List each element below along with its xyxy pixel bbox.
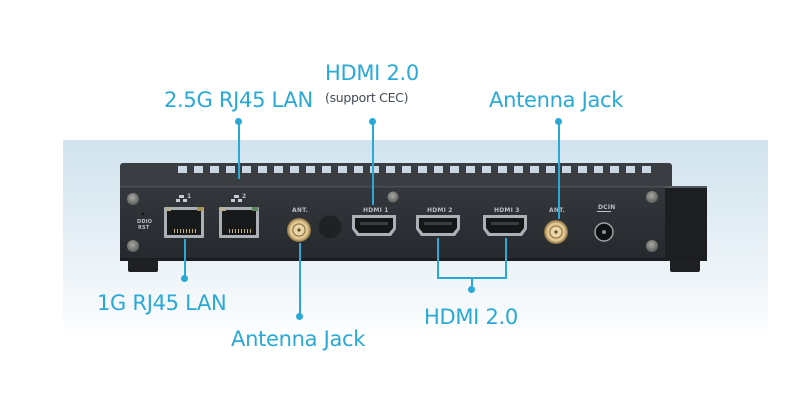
- fin-gap: [306, 166, 315, 173]
- label-antenna-bottom: Antenna Jack: [231, 327, 366, 351]
- dc-in-label: DCIN: [598, 204, 616, 211]
- callout-dot-antenna-bottom: [296, 313, 303, 320]
- fin-gap: [402, 166, 411, 173]
- label-lan-1g: 1G RJ45 LAN: [97, 291, 227, 315]
- screw-icon: [387, 191, 399, 203]
- hdmi-port-1: [352, 215, 396, 236]
- label-hdmi-bottom: HDMI 2.0: [424, 305, 518, 329]
- fin-gap: [546, 166, 555, 173]
- label-antenna-top: Antenna Jack: [489, 88, 624, 112]
- callout-line-hdmi-top: [372, 121, 374, 205]
- callout-dot-hdmi-bottom: [468, 286, 475, 293]
- foot-left: [128, 260, 158, 272]
- fin-gap: [578, 166, 587, 173]
- fin-gap: [274, 166, 283, 173]
- antenna-connector-right: [544, 220, 568, 244]
- blank-cap: [317, 214, 343, 240]
- callout-line-antenna-top: [558, 121, 560, 219]
- label-hdmi-top-note: (support CEC): [325, 90, 409, 105]
- fin-gap: [482, 166, 491, 173]
- side-block: [665, 186, 707, 261]
- fin-gap: [610, 166, 619, 173]
- fin-gap: [386, 166, 395, 173]
- reset-label-line2: RST: [138, 225, 150, 231]
- hdmi3-label: HDMI 3: [494, 207, 520, 214]
- callout-line-hdmi3: [505, 238, 507, 278]
- fin-gap: [354, 166, 363, 173]
- rj45-port-1: [164, 207, 204, 238]
- fin-gap: [450, 166, 459, 173]
- network-icon: [176, 195, 242, 202]
- fin-gap: [594, 166, 603, 173]
- fin-gap: [626, 166, 635, 173]
- callout-line-lan-1g: [184, 239, 186, 277]
- antenna-connector-left: [287, 218, 311, 242]
- callout-line-antenna-bottom: [299, 243, 301, 315]
- label-hdmi-top: HDMI 2.0: [325, 61, 419, 85]
- fin-gap: [642, 166, 651, 173]
- lan2-number: 2: [242, 193, 247, 200]
- callout-line-hdmi2: [437, 238, 439, 278]
- callout-line-hdmi-bottom: [471, 278, 473, 286]
- fin-gap: [290, 166, 299, 173]
- fin-gap: [530, 166, 539, 173]
- fin-gap: [434, 166, 443, 173]
- fin-gap: [242, 166, 251, 173]
- screw-icon: [646, 240, 658, 252]
- fin-gap: [210, 166, 219, 173]
- rj45-port-2: [219, 207, 259, 238]
- reset-pinhole: [141, 212, 145, 216]
- callout-dot-lan-1g: [181, 275, 188, 282]
- heatsink-fins: [178, 166, 651, 173]
- fin-gap: [322, 166, 331, 173]
- label-lan-2-5g: 2.5G RJ45 LAN: [164, 88, 313, 112]
- hdmi2-label: HDMI 2: [427, 207, 453, 214]
- hdmi-port-2: [416, 215, 460, 236]
- screw-icon: [127, 240, 139, 252]
- reset-label-line1: DDIO: [137, 219, 153, 225]
- fin-gap: [514, 166, 523, 173]
- fin-gap: [194, 166, 203, 173]
- fin-gap: [370, 166, 379, 173]
- callout-line-lan-2-5g: [238, 121, 240, 179]
- fin-gap: [226, 166, 235, 173]
- foot-right: [670, 260, 700, 272]
- screw-icon: [127, 193, 139, 205]
- ant-left-label: ANT.: [292, 207, 308, 214]
- hdmi-port-3: [483, 215, 527, 236]
- lan1-number: 1: [187, 193, 192, 200]
- ant-right-label: ANT.: [549, 207, 565, 214]
- fin-gap: [498, 166, 507, 173]
- fin-gap: [338, 166, 347, 173]
- hdmi1-label: HDMI 1: [363, 207, 389, 214]
- fin-gap: [178, 166, 187, 173]
- screw-icon: [646, 191, 658, 203]
- fin-gap: [466, 166, 475, 173]
- dc-jack: [594, 211, 614, 242]
- fin-gap: [562, 166, 571, 173]
- fin-gap: [418, 166, 427, 173]
- fin-gap: [258, 166, 267, 173]
